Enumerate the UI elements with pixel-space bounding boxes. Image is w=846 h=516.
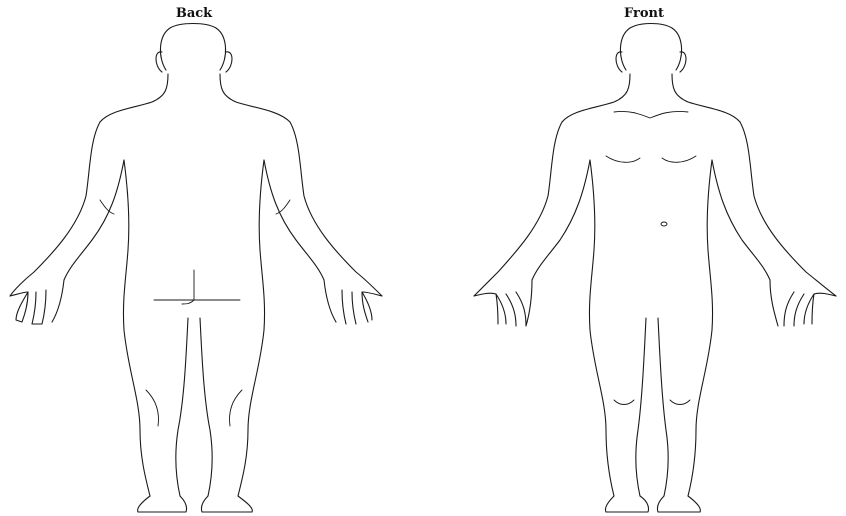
front-torso-right bbox=[707, 160, 712, 330]
front-left-arm-outer bbox=[474, 122, 562, 296]
back-right-ear bbox=[226, 52, 232, 72]
front-navel bbox=[661, 222, 667, 226]
back-left-foot bbox=[138, 496, 187, 512]
front-right-knee bbox=[670, 400, 690, 405]
back-torso-right bbox=[259, 160, 264, 330]
back-left-shoulder-blade bbox=[100, 200, 114, 214]
back-neck-right bbox=[220, 74, 290, 122]
front-right-leg-inner bbox=[658, 318, 668, 496]
back-right-foot bbox=[201, 496, 252, 512]
front-left-leg-inner bbox=[636, 318, 646, 496]
back-torso-left bbox=[123, 160, 128, 330]
back-right-calf bbox=[230, 390, 243, 426]
front-right-leg-outer bbox=[688, 330, 712, 496]
back-right-arm-inner bbox=[264, 160, 324, 280]
front-right-foot bbox=[657, 496, 700, 512]
back-right-leg-inner bbox=[200, 318, 212, 496]
back-right-arm-outer bbox=[290, 122, 382, 296]
front-left-knee bbox=[614, 400, 634, 405]
front-head bbox=[620, 24, 681, 71]
front-chest bbox=[606, 156, 696, 162]
back-left-leg-inner bbox=[176, 318, 188, 496]
back-right-leg-outer bbox=[238, 330, 264, 496]
front-left-leg-outer bbox=[590, 330, 614, 496]
back-gluteal-line bbox=[154, 270, 240, 304]
front-collarbone bbox=[614, 111, 688, 118]
front-left-foot bbox=[605, 496, 648, 512]
back-left-arm-outer bbox=[10, 122, 100, 296]
front-right-arm-outer bbox=[740, 122, 836, 296]
front-right-arm-inner bbox=[712, 160, 770, 280]
back-head bbox=[160, 24, 225, 71]
front-figure bbox=[474, 24, 836, 513]
front-left-arm-inner bbox=[532, 160, 590, 280]
back-neck-left bbox=[100, 74, 168, 122]
back-right-hand bbox=[324, 280, 382, 324]
back-right-shoulder-blade bbox=[276, 200, 290, 214]
front-neck-left bbox=[562, 74, 630, 122]
back-figure bbox=[10, 24, 382, 513]
back-left-leg-outer bbox=[124, 330, 150, 496]
back-left-arm-inner bbox=[64, 160, 124, 280]
front-right-hand bbox=[770, 280, 836, 326]
back-left-calf bbox=[146, 390, 159, 426]
front-torso-left bbox=[589, 160, 594, 330]
front-neck-right bbox=[672, 74, 740, 122]
